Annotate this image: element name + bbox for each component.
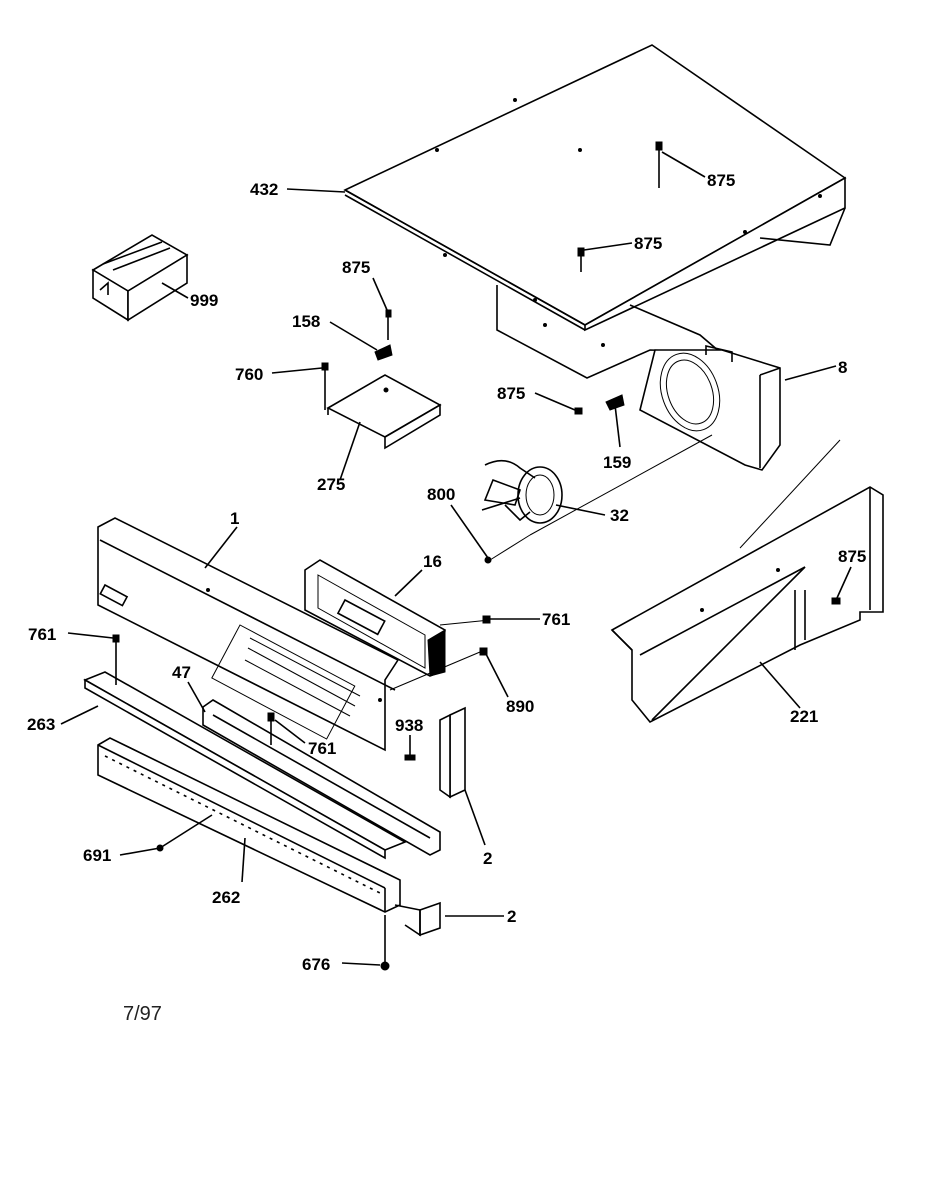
callout-800: 800 bbox=[427, 485, 455, 504]
callout-760: 760 bbox=[235, 365, 263, 384]
fan-housing-8 bbox=[639, 344, 781, 471]
box-999 bbox=[91, 234, 189, 322]
screws bbox=[112, 141, 841, 971]
leader-lines bbox=[60, 151, 852, 966]
grille-slots bbox=[104, 755, 381, 894]
callout-875: 875 bbox=[342, 258, 370, 277]
callout-691: 691 bbox=[83, 846, 111, 865]
callout-158: 158 bbox=[292, 312, 320, 331]
end-cap-2-lower bbox=[394, 901, 441, 937]
callout-2: 2 bbox=[507, 907, 516, 926]
callout-47: 47 bbox=[172, 663, 191, 682]
callout-262: 262 bbox=[212, 888, 240, 907]
callout-221: 221 bbox=[790, 707, 818, 726]
vent-strip-47 bbox=[202, 699, 441, 856]
callout-263: 263 bbox=[27, 715, 55, 734]
callout-16: 16 bbox=[423, 552, 442, 571]
callout-32: 32 bbox=[610, 506, 629, 525]
revision-date: 7/97 bbox=[123, 1003, 162, 1025]
bracket-275 bbox=[326, 374, 442, 450]
control-panel-1 bbox=[97, 517, 400, 752]
callout-275: 275 bbox=[317, 475, 345, 494]
callout-676: 676 bbox=[302, 955, 330, 974]
callout-875: 875 bbox=[634, 234, 662, 253]
callout-1: 1 bbox=[230, 509, 239, 528]
side-panel-221 bbox=[610, 486, 884, 724]
callout-875: 875 bbox=[707, 171, 735, 190]
callout-8: 8 bbox=[838, 358, 847, 377]
keypad bbox=[211, 624, 361, 740]
callout-890: 890 bbox=[506, 697, 534, 716]
callout-761: 761 bbox=[308, 739, 336, 758]
callout-159: 159 bbox=[603, 453, 631, 472]
grille-262 bbox=[97, 737, 401, 913]
control-board-16 bbox=[304, 559, 446, 677]
fan-motor-32 bbox=[481, 459, 563, 561]
callout-761: 761 bbox=[542, 610, 570, 629]
end-cap-2-upper bbox=[439, 706, 466, 799]
callout-938: 938 bbox=[395, 716, 423, 735]
callout-875: 875 bbox=[497, 384, 525, 403]
callout-432: 432 bbox=[250, 180, 278, 199]
callout-999: 999 bbox=[190, 291, 218, 310]
top-cover-432 bbox=[343, 44, 847, 332]
callout-761: 761 bbox=[28, 625, 56, 644]
callout-2: 2 bbox=[483, 849, 492, 868]
trim-263 bbox=[83, 671, 407, 860]
callout-875: 875 bbox=[838, 547, 866, 566]
callout-labels: 432 875 875 999 875 158 760 8 875 159 27… bbox=[27, 171, 866, 974]
